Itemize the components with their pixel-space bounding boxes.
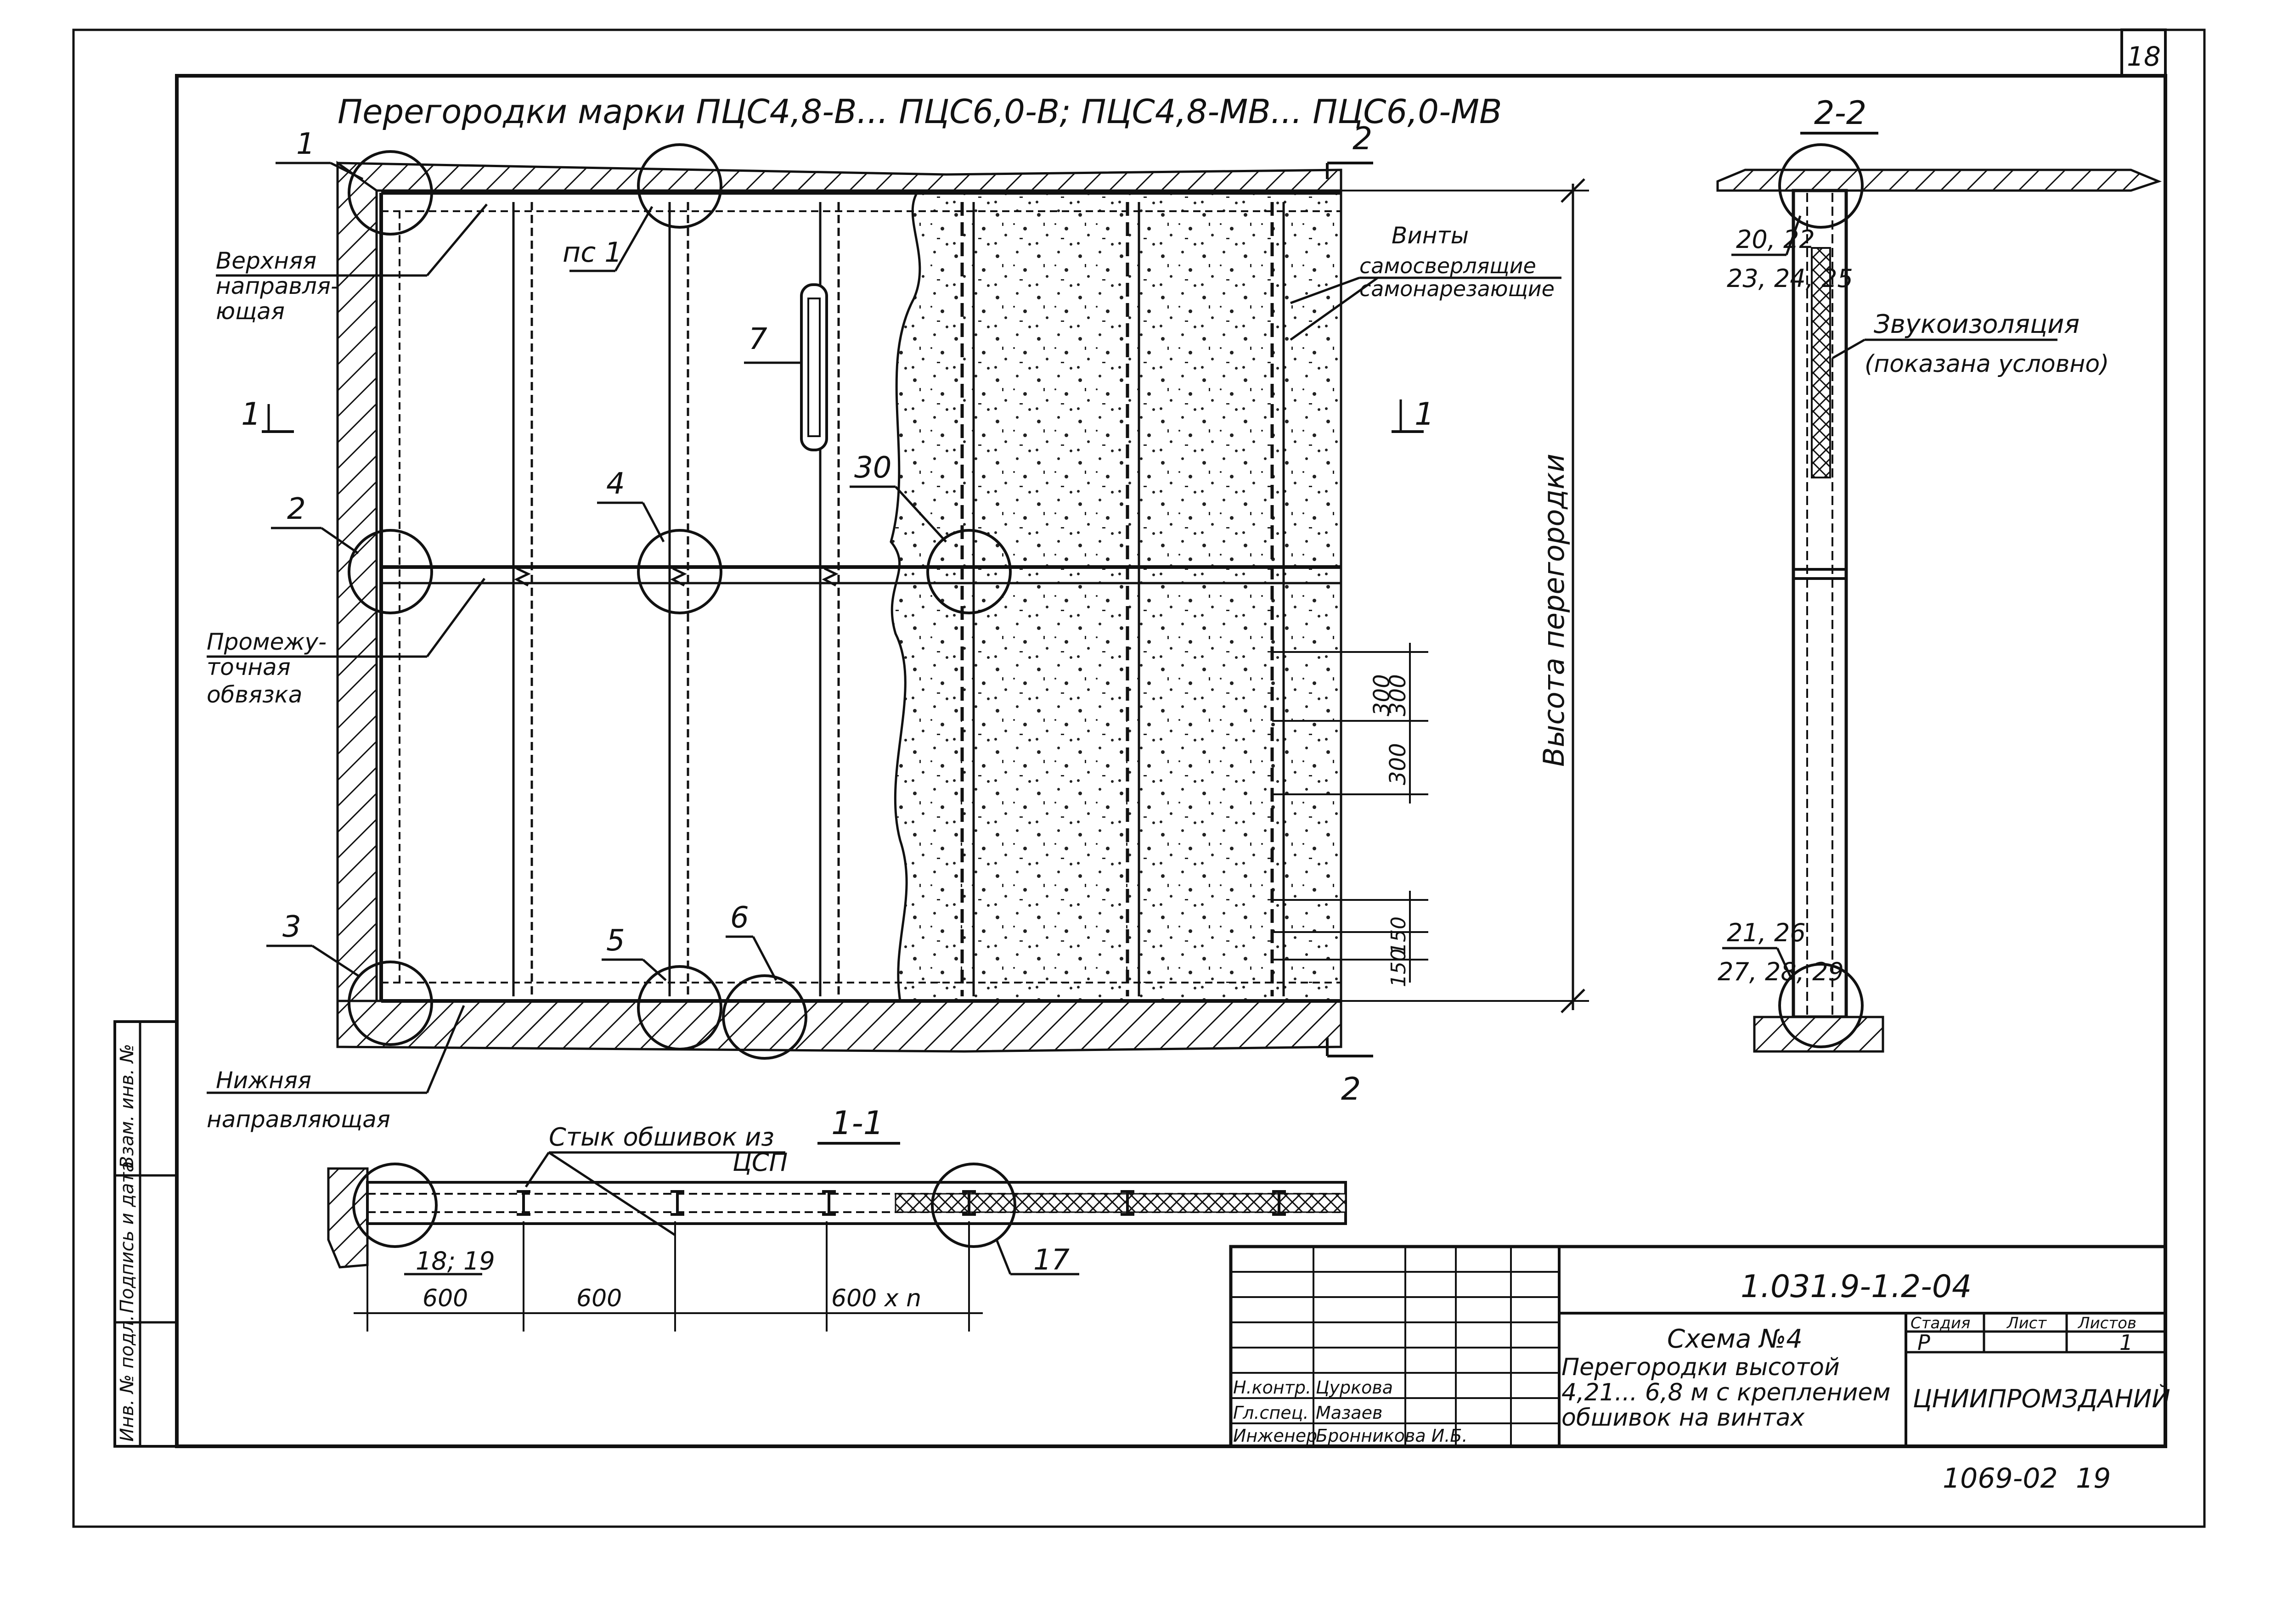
bottom-slab [336,1000,1342,1053]
dim-150-b: 150 [1387,949,1410,987]
sig-role-2: Гл.спец. [1233,1403,1309,1423]
scheme-title: Схема №4 [1667,1324,1803,1354]
label-screws-2: самосверлящие [1359,253,1536,278]
outer-border [72,28,2206,1528]
sheet-header: Лист [2006,1314,2047,1332]
side-stamp: Инв. № подл. Подпись и дата Взам. инв. № [113,1020,178,1448]
section-mark-2-bottom: 2 [1341,1071,1361,1107]
sig-role-1: Н.контр. [1233,1377,1311,1398]
title-block: 1.031.9-1.2-04 Схема №4 Перегородки высо… [1229,1245,2170,1448]
label-screws-3: самонарезающие [1359,276,1555,301]
callout-1: 1 [296,127,315,161]
dim-300-c: 300 [1385,743,1411,785]
section-mark-1-left: 1 [241,396,261,433]
callout-ps1: пс 1 [563,236,622,269]
label-bottom-guide-1: Нижняя [216,1067,311,1094]
inner-frame [175,74,2167,1448]
doc-code: 1.031.9-1.2-04 [1741,1269,1972,1305]
dim-300-b: 300 [1369,674,1395,716]
callout-18-19: 18; 19 [416,1247,495,1276]
stage-value: Р [1917,1330,1930,1355]
left-wall [336,161,378,1005]
footer-page: 19 [2076,1462,2111,1495]
stage-header: Стадия [1910,1314,1970,1332]
main-title: Перегородки марки ПЦС4,8-В... ПЦС6,0-В; … [338,92,1502,131]
sig-name-3: Бронникова И.Б. [1316,1426,1467,1446]
section-mark-2-top: 2 [1353,121,1372,157]
callout-4: 4 [606,467,625,501]
callout-30: 30 [854,451,891,485]
handle-7 [800,283,828,451]
footer-number: 1069-02 [1943,1462,2058,1495]
detail-circles [348,143,1012,1060]
label-top-guide-2: направля- [216,273,339,299]
label-joint-1: Стык обшивок из [549,1123,774,1152]
stamp-sign-label: Подпись и дата [117,1161,138,1313]
sig-name-2: Мазаев [1316,1403,1382,1423]
callout-2: 2 [287,492,306,526]
desc-line-3: обшивок на винтах [1561,1404,1805,1432]
section-2-2-title: 2-2 [1814,94,1866,132]
callout-23-25: 23, 24, 25 [1727,264,1853,293]
section-2-2: 2-2 20, 22 23, 24, 25 21, 26 27, 28, 29 … [1716,94,2162,1053]
callout-17: 17 [1033,1243,1070,1276]
callout-20-22: 20, 22 [1736,225,1815,254]
stamp-inv-label: Инв. № подл. [117,1315,138,1442]
callout-5: 5 [606,924,625,958]
label-insulation-2: (показана условно) [1865,350,2109,378]
section-1-1: 1-1 Стык обшивок из ЦСП 18; 19 17 [327,1104,1347,1332]
callout-21-26: 21, 26 [1727,918,1806,947]
stamp-replace-label: Взам. инв. № [117,1044,138,1169]
studs [512,202,1285,996]
label-top-guide-1: Верхняя [216,247,316,274]
label-screws-1: Винты [1392,222,1469,249]
sheets-header: Листов [2077,1314,2136,1332]
dim-150-a: 150 [1387,916,1410,955]
dim-600-n: 600 x n [831,1285,921,1312]
sig-role-3: Инженер [1233,1426,1317,1446]
callout-7: 7 [749,322,767,356]
organization: ЦНИИПРОМЗДАНИЙ [1913,1384,2170,1413]
dim-600-b: 600 [576,1285,622,1312]
label-height: Высота перегородки [1537,454,1571,767]
sig-name-1: Цуркова [1316,1377,1393,1398]
section-1-1-title: 1-1 [831,1104,884,1142]
label-mid-tie-1: Промежу- [207,629,327,655]
sheets-total: 1 [2119,1330,2133,1355]
sheathing-cladding [890,189,1342,1002]
callout-3: 3 [282,910,301,944]
desc-line-2: 4,21... 6,8 м с креплением [1561,1379,1891,1406]
callout-6: 6 [730,901,749,935]
label-insulation-1: Звукоизоляция [1874,309,2079,339]
label-bottom-guide-2: направляющая [207,1106,390,1133]
desc-line-1: Перегородки высотой [1561,1354,1840,1381]
dim-600-a: 600 [423,1285,468,1312]
sheet-number-box [2120,28,2167,77]
label-top-guide-3: ющая [216,298,285,325]
dim-300-a: 300 [1385,674,1411,716]
label-mid-tie-2: точная [207,654,291,680]
callout-27-29: 27, 28, 29 [1718,957,1844,986]
sheet-number: 18 [2127,41,2161,72]
elevation-view: 1 2 3 4 5 6 7 пс 1 30 2 2 1 1 Верхняя на… [207,121,1589,1133]
section-mark-1-right: 1 [1415,396,1434,433]
label-mid-tie-3: обвязка [207,681,302,708]
